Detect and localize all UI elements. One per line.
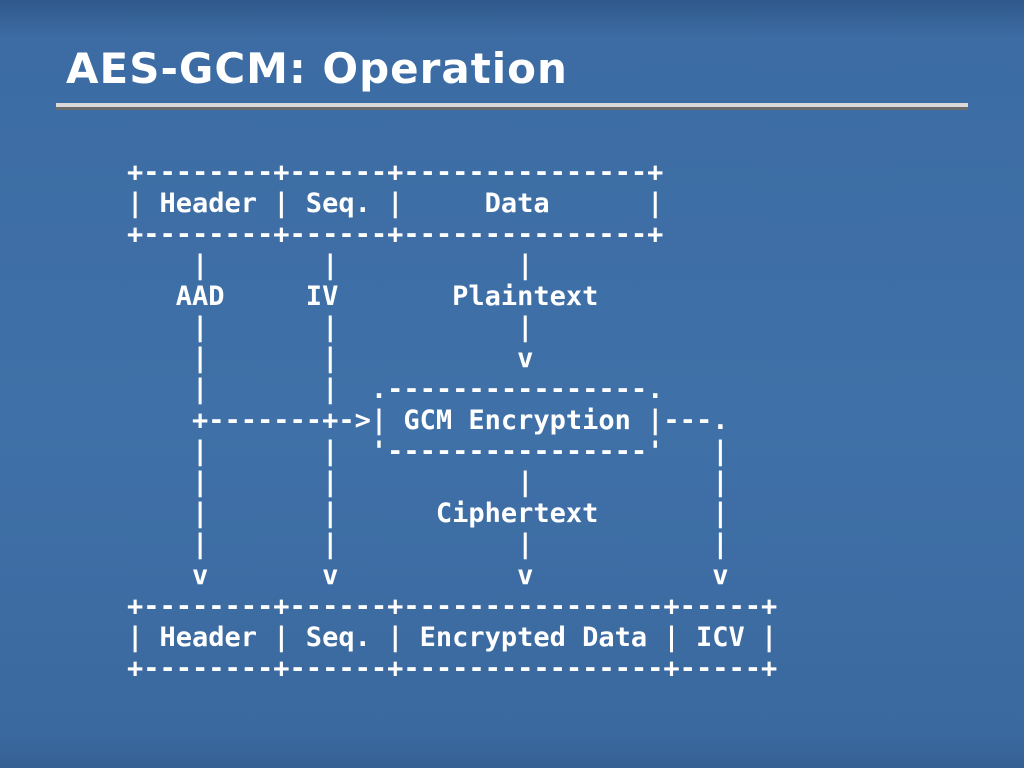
title-underline [56,103,968,110]
title-underline-highlight [56,103,968,107]
ascii-diagram: +--------+------+---------------+ | Head… [127,157,778,684]
page-title: AES-GCM: Operation [66,44,568,93]
title-underline-shadow [56,107,968,110]
